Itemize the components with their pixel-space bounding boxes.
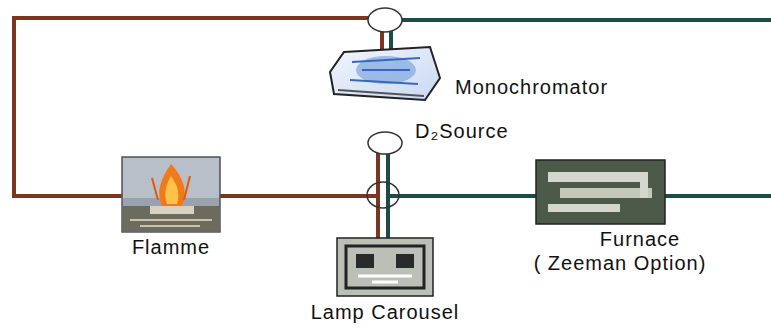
connector-line <box>388 196 536 238</box>
label-holder: Furnace <box>600 228 680 251</box>
component-label: Lamp Carousel <box>311 301 460 324</box>
flame-node: Flamme <box>122 157 220 232</box>
flame-icon <box>122 157 220 232</box>
component-label: Monochromator <box>455 76 608 99</box>
furnace-node: Furnace( Zeeman Option) <box>536 160 665 224</box>
optical-connector <box>388 196 536 238</box>
monochromator-node: Monochromator <box>330 46 442 102</box>
connector-line <box>376 153 380 238</box>
component-label: Flamme <box>132 236 210 259</box>
furnace-icon <box>536 160 665 224</box>
optical-connector <box>220 196 378 238</box>
d2-lamp-symbol <box>368 132 402 154</box>
label-holder: Monochromator <box>455 76 608 99</box>
optical-path <box>665 194 771 198</box>
label-holder: Flamme <box>132 236 210 259</box>
d2-source-node: D₂Source <box>368 132 402 154</box>
lamp-carousel-node: Lamp Carousel <box>337 238 433 296</box>
component-label: ( Zeeman Option) <box>534 252 707 275</box>
component-label: D₂Source <box>415 120 509 143</box>
connector-line <box>386 153 390 238</box>
label-holder: D₂Source <box>415 120 509 143</box>
connector-line <box>220 196 378 238</box>
label-holder: Lamp Carousel <box>311 301 460 324</box>
optical-connector <box>378 153 388 238</box>
monochromator-icon <box>330 47 440 100</box>
optical-path <box>389 30 393 50</box>
optical-path <box>400 18 771 22</box>
beam-combiner <box>368 8 402 32</box>
component-label: Furnace <box>600 228 680 251</box>
lamp-carousel-icon <box>337 238 433 296</box>
beam-junction <box>367 182 399 208</box>
label-holder: ( Zeeman Option) <box>534 252 707 275</box>
